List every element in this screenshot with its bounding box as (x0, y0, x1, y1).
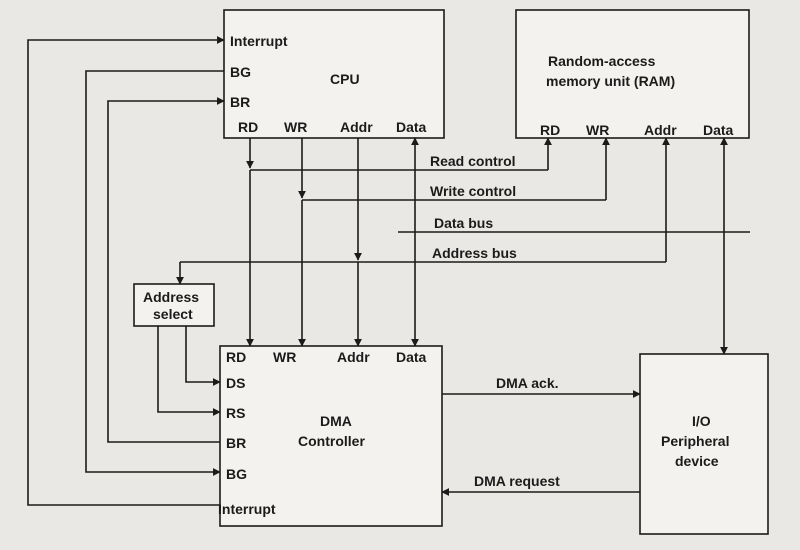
br-wire (107, 97, 225, 443)
io-line2: Peripheral (661, 433, 729, 449)
dma-pin-interrupt: Interrupt (218, 501, 276, 517)
ram-box (515, 9, 750, 139)
dma-pin-rs: RS (226, 405, 245, 421)
interrupt-wire (27, 36, 225, 506)
ram-pin-wr: WR (586, 122, 609, 138)
write-control-label: Write control (430, 183, 516, 199)
address-select-line1: Address (143, 289, 199, 305)
ram-pin-rd: RD (540, 122, 560, 138)
dma-pin-wr: WR (273, 349, 296, 365)
dma-pin-data: Data (396, 349, 427, 365)
ram-pin-data: Data (703, 122, 734, 138)
read-control-label: Read control (430, 153, 516, 169)
dma-pin-ds: DS (226, 375, 245, 391)
cpu-pin-data: Data (396, 119, 427, 135)
ram-pin-addr: Addr (644, 122, 677, 138)
dma-request-label: DMA request (474, 473, 560, 489)
io-line1: I/O (692, 413, 711, 429)
io-line3: device (675, 453, 719, 469)
cpu-title: CPU (330, 71, 360, 87)
cpu-pin-addr: Addr (340, 119, 373, 135)
dma-pin-rd: RD (226, 349, 246, 365)
dma-pin-br: BR (226, 435, 246, 451)
dma-pin-addr: Addr (337, 349, 370, 365)
data-bus-label: Data bus (434, 215, 493, 231)
ram-title-line1: Random-access (548, 53, 656, 69)
ram-title-line2: memory unit (RAM) (546, 73, 675, 89)
address-select-box (133, 283, 215, 327)
dma-ack-label: DMA ack. (496, 375, 559, 391)
address-select-line2: select (153, 306, 193, 322)
bg-wire (85, 70, 224, 476)
address-bus-label: Address bus (432, 245, 517, 261)
rs-wire (157, 326, 221, 416)
cpu-pin-rd: RD (238, 119, 258, 135)
cpu-pin-wr: WR (284, 119, 307, 135)
cpu-box (223, 9, 445, 139)
cpu-pin-bg: BG (230, 64, 251, 80)
cpu-pin-interrupt: Interrupt (230, 33, 288, 49)
io-device-box (639, 353, 769, 535)
dma-pin-bg: BG (226, 466, 247, 482)
cpu-pin-br: BR (230, 94, 250, 110)
dma-controller-box (219, 345, 443, 527)
dma-title-line2: Controller (298, 433, 365, 449)
ds-wire (185, 326, 221, 386)
dma-title-line1: DMA (320, 413, 352, 429)
